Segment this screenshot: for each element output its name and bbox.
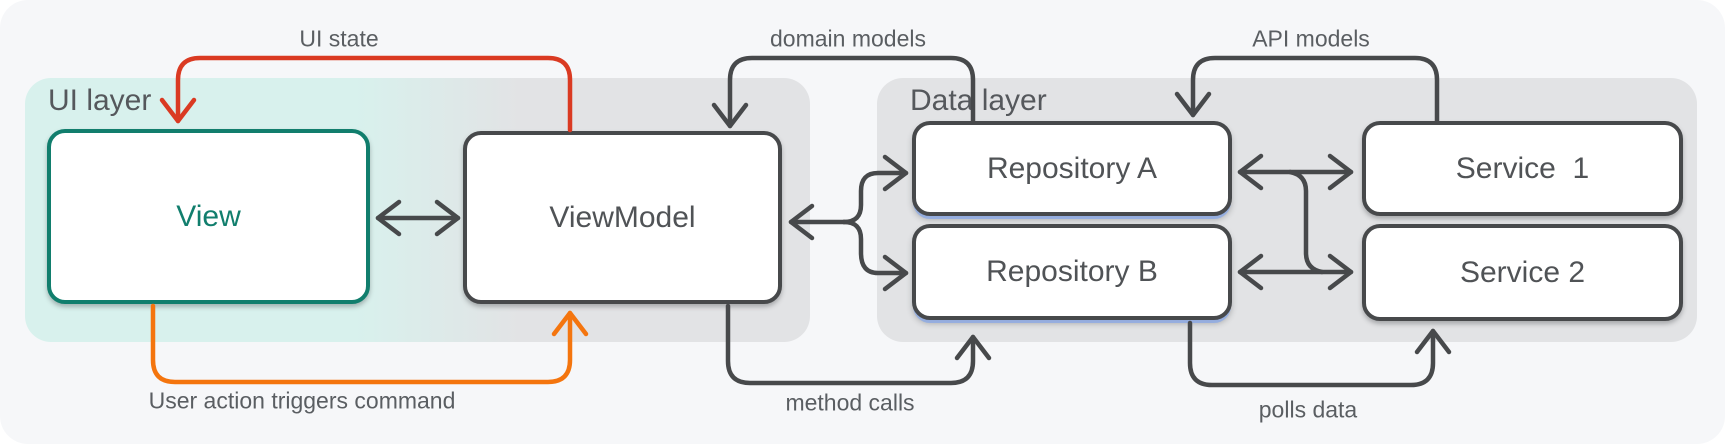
polls-data-label: polls data: [1258, 396, 1358, 423]
view-box: View: [47, 129, 370, 304]
viewmodel-box-label: ViewModel: [549, 200, 696, 234]
ui-layer-label: UI layer: [48, 84, 152, 117]
viewmodel-box: ViewModel: [463, 131, 782, 304]
view-box-label: View: [176, 199, 241, 233]
repository-a-box-label: Repository A: [986, 151, 1158, 185]
ui-state-label: UI state: [299, 25, 379, 52]
service-2-box: Service 2: [1362, 224, 1683, 321]
data-layer-label: Data layer: [910, 84, 1047, 117]
user-action-label: User action triggers command: [148, 387, 456, 414]
method-calls-label: method calls: [785, 389, 915, 416]
domain-models-label: domain models: [770, 25, 926, 52]
service-2-box-label: Service 2: [1459, 255, 1586, 289]
api-models-label: API models: [1252, 25, 1370, 52]
repository-b-box-label: Repository B: [986, 255, 1158, 288]
service-1-box: Service 1: [1362, 121, 1683, 216]
service-1-box-label: Service 1: [1455, 151, 1590, 185]
repository-a-box: Repository A: [912, 121, 1232, 216]
repository-b-box: Repository B: [912, 224, 1232, 320]
